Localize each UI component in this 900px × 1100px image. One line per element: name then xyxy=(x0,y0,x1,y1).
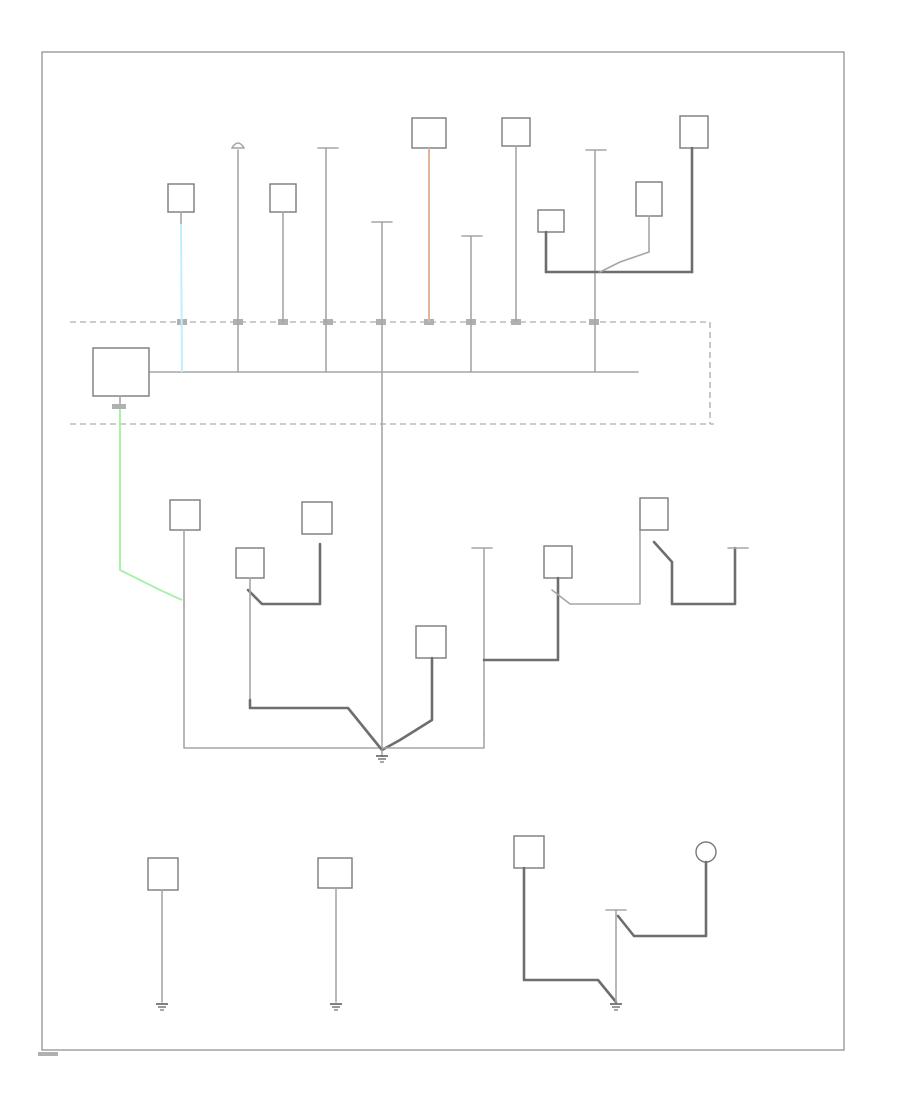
lamp-icon xyxy=(231,142,245,149)
top-connector-region xyxy=(70,319,714,425)
lamp-icon xyxy=(695,841,717,863)
diagram-frame xyxy=(41,51,845,1051)
middle-components xyxy=(169,497,749,752)
ground-symbol-icon xyxy=(330,1003,342,1011)
bottom-components xyxy=(147,835,717,1011)
ground-symbol-icon xyxy=(156,1003,168,1011)
green-ground-wire xyxy=(119,409,183,601)
top-components xyxy=(167,115,709,751)
figure-mark xyxy=(38,1052,58,1056)
module-box-left xyxy=(92,347,150,397)
ground-symbol-icon xyxy=(376,749,388,763)
ground-symbol-icon xyxy=(610,1003,622,1011)
main-ground-point xyxy=(183,599,485,763)
